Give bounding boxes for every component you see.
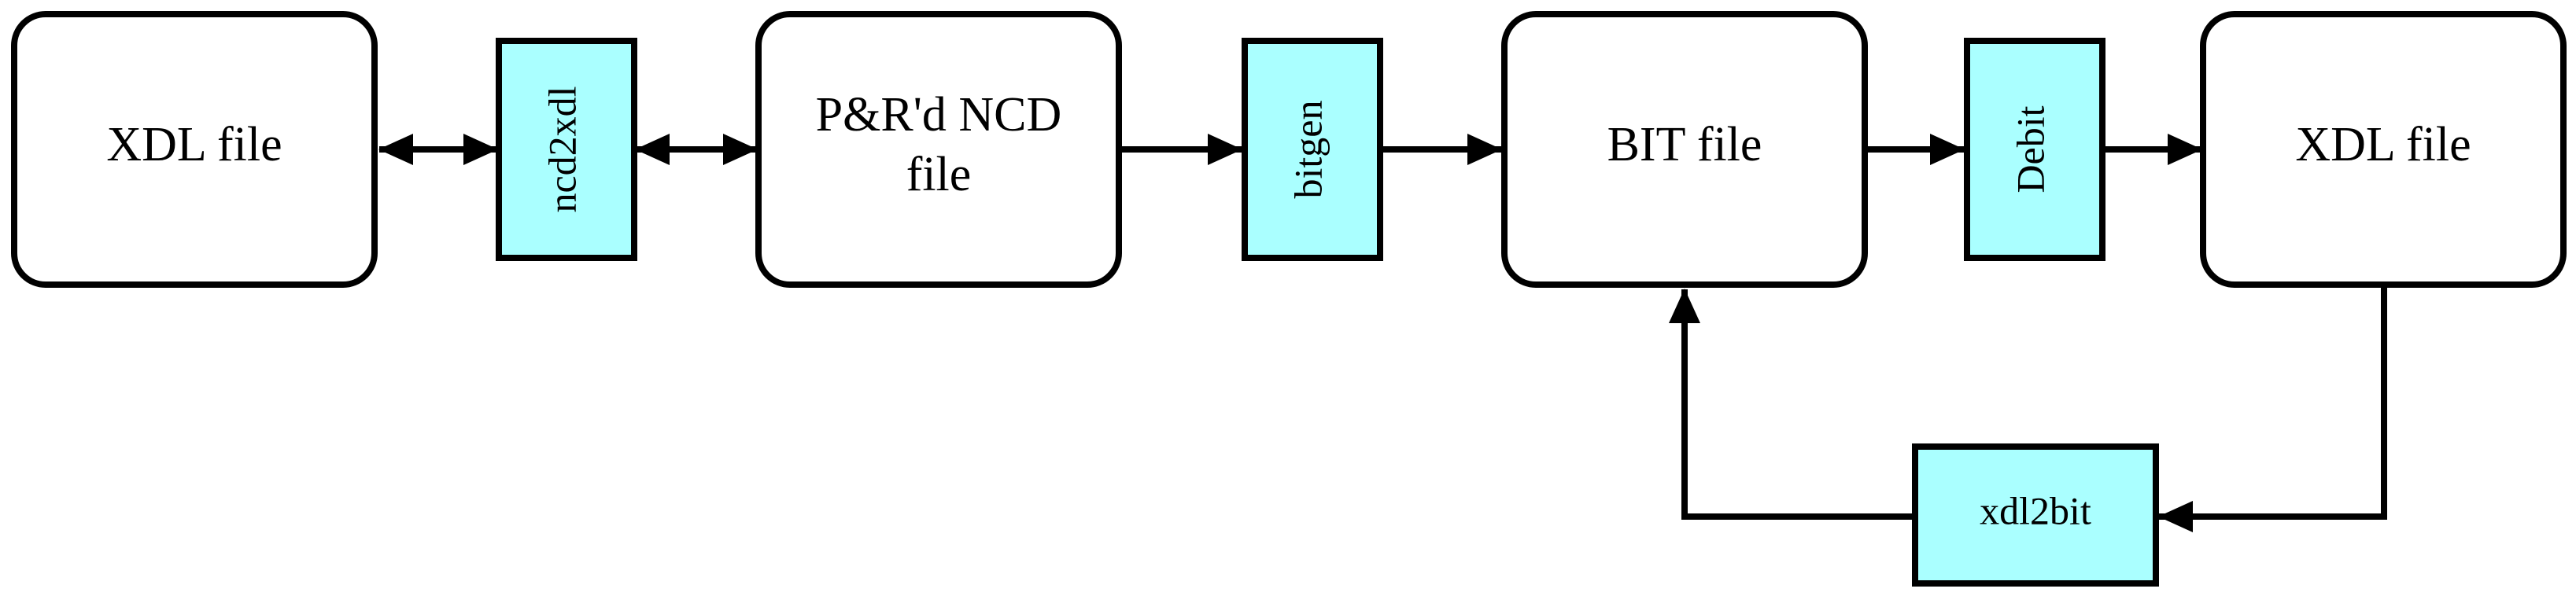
edge-xdl2bit-to-bit-file (1669, 289, 1914, 520)
node-xdl-file-left-label: XDL file (106, 118, 282, 171)
tool-bitgen: bitgen (1242, 38, 1383, 261)
node-pr-ncd-file-label-line2: file (906, 148, 972, 201)
tool-bitgen-label: bitgen (1286, 101, 1330, 199)
tool-debit-label: Debit (2008, 105, 2052, 193)
node-pr-ncd-file: P&R'd NCD file (755, 11, 1122, 288)
tool-xdl2bit-label: xdl2bit (1980, 488, 2091, 532)
node-bit-file-label: BIT file (1607, 118, 1762, 171)
tool-ncd2xdl: ncd2xdl (496, 38, 637, 261)
tool-xdl2bit: xdl2bit (1912, 443, 2159, 587)
edge-xdl-file-to-xdl2bit (2158, 286, 2387, 532)
node-bit-file: BIT file (1501, 11, 1868, 288)
node-xdl-file-right: XDL file (2200, 11, 2567, 288)
tool-ncd2xdl-label: ncd2xdl (540, 86, 584, 212)
node-pr-ncd-file-label-line1: P&R'd NCD (816, 88, 1062, 142)
node-xdl-file-left: XDL file (11, 11, 378, 288)
node-xdl-file-right-label: XDL file (2295, 118, 2471, 171)
tool-debit: Debit (1964, 38, 2105, 261)
